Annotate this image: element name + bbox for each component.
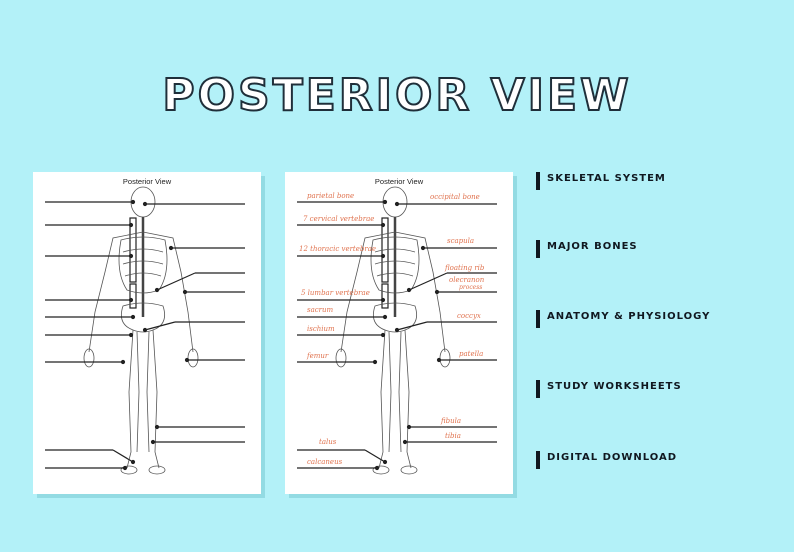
bullet-bar bbox=[536, 172, 540, 190]
label-patella: patella bbox=[459, 350, 484, 358]
bullet-bar bbox=[536, 380, 540, 398]
label-olecranon: olecranon bbox=[449, 276, 485, 284]
label-parietal: parietal bone bbox=[307, 192, 355, 200]
label-talus: talus bbox=[319, 438, 337, 446]
worksheet-heading: Posterior View bbox=[122, 177, 172, 186]
feature-label: SKELETAL SYSTEM bbox=[547, 173, 666, 184]
feature-item: SKELETAL SYSTEM bbox=[536, 172, 756, 190]
label-fibula: fibula bbox=[441, 417, 462, 425]
skeleton-diagram-answered bbox=[297, 186, 497, 475]
label-calcaneus: calcaneus bbox=[307, 458, 343, 466]
label-ischium: ischium bbox=[307, 325, 335, 333]
feature-label: ANATOMY & PHYSIOLOGY bbox=[547, 311, 711, 322]
label-femur: femur bbox=[307, 352, 329, 360]
feature-label: DIGITAL DOWNLOAD bbox=[547, 452, 678, 463]
feature-item: MAJOR BONES bbox=[536, 240, 756, 258]
feature-label: MAJOR BONES bbox=[547, 241, 638, 252]
label-thoracic: 12 thoracic vertebrae bbox=[299, 245, 377, 253]
bullet-bar bbox=[536, 451, 540, 469]
worksheet-heading: Posterior View bbox=[374, 177, 424, 186]
feature-label: STUDY WORKSHEETS bbox=[547, 381, 682, 392]
label-lumbar: 5 lumbar vertebrae bbox=[301, 289, 370, 297]
label-coccyx: coccyx bbox=[457, 312, 481, 320]
feature-item: STUDY WORKSHEETS bbox=[536, 380, 756, 398]
feature-item: ANATOMY & PHYSIOLOGY bbox=[536, 310, 756, 328]
bullet-bar bbox=[536, 310, 540, 328]
label-olecranon-process: process bbox=[459, 284, 483, 291]
label-cervical: 7 cervical vertebrae bbox=[303, 215, 375, 223]
page-title: POSTERIOR VIEW bbox=[161, 69, 632, 122]
label-tibia: tibia bbox=[445, 432, 461, 440]
answered-worksheet: Posterior View bbox=[285, 172, 513, 494]
label-scapula: scapula bbox=[447, 237, 475, 245]
skeleton-diagram-blank bbox=[45, 186, 245, 475]
feature-item: DIGITAL DOWNLOAD bbox=[536, 451, 756, 469]
label-sacrum: sacrum bbox=[307, 306, 334, 314]
label-floating-rib: floating rib bbox=[445, 264, 485, 272]
blank-worksheet: Posterior View bbox=[33, 172, 261, 494]
label-occipital: occipital bone bbox=[430, 193, 480, 201]
bullet-bar bbox=[536, 240, 540, 258]
